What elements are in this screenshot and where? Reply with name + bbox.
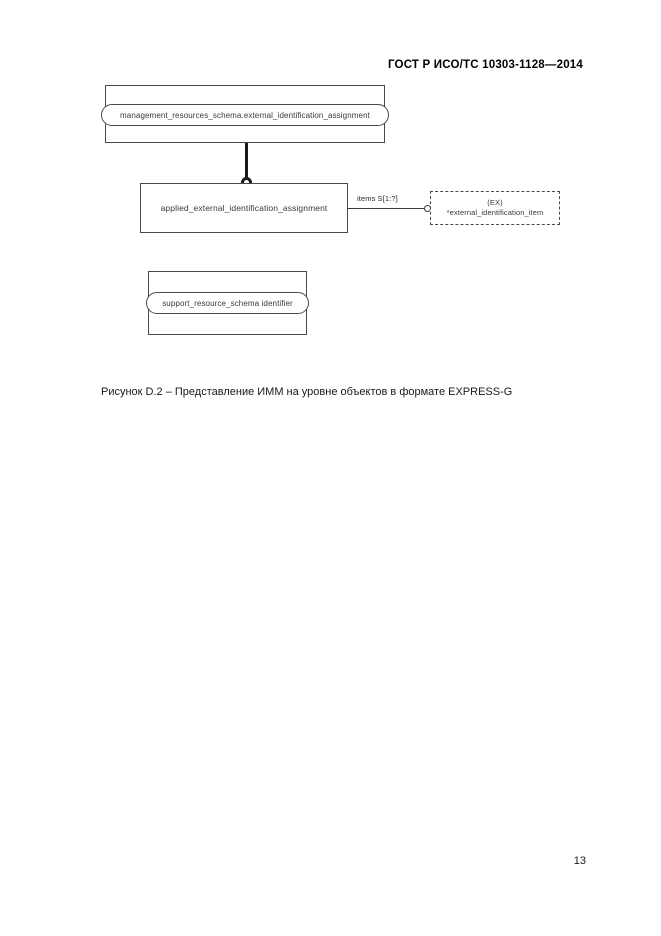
- entity-applied-external-identification-assignment[interactable]: applied_external_identification_assignme…: [140, 183, 348, 233]
- figure-caption: Рисунок D.2 – Представление ИММ на уровн…: [101, 386, 513, 398]
- entity-external-identification-item-select[interactable]: (EX) *external_identification_item: [430, 191, 560, 225]
- page-number: 13: [573, 855, 586, 867]
- entity-management-resources-schema-external-identification-assignment[interactable]: management_resources_schema.external_ide…: [101, 104, 389, 126]
- connector-items-line: [348, 208, 426, 209]
- relationship-label-items: items S[1:?]: [357, 194, 398, 203]
- connector-schema-to-applied: [245, 143, 248, 183]
- select-box-ex-tag: (EX): [487, 197, 503, 207]
- document-header-standard-number: ГОСТ Р ИСО/ТС 10303-1128—2014: [387, 59, 583, 71]
- figure-express-g-diagram: management_resources_schema.external_ide…: [0, 0, 661, 420]
- entity-support-resource-schema-identifier[interactable]: support_resource_schema identifier: [146, 292, 309, 314]
- select-box-entity-label: *external_identification_item: [446, 208, 544, 217]
